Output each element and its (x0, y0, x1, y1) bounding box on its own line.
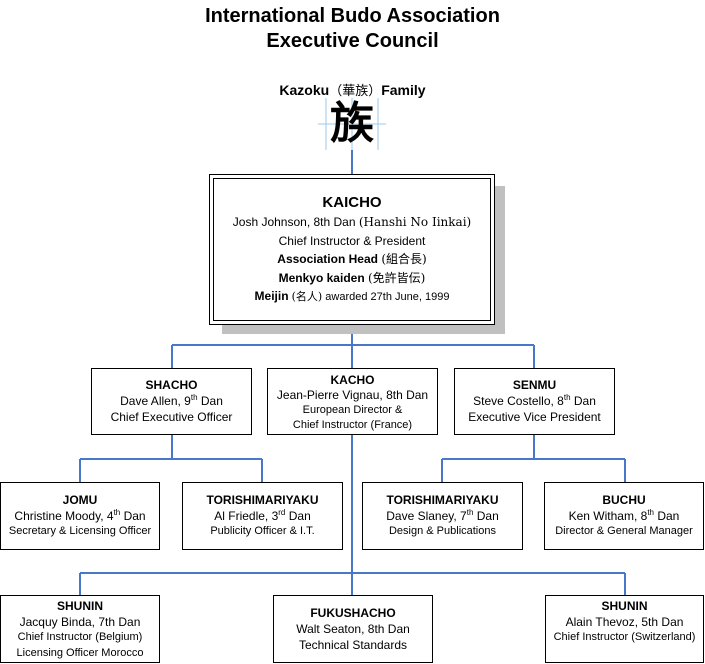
torishimariyaku-1-title: TORISHIMARIYAKU (206, 493, 319, 507)
family-label-pre: Kazoku (279, 82, 330, 98)
buchu-name: Ken Witham, 8th Dan (545, 507, 703, 525)
kaicho-box: KAICHO Josh Johnson, 8th Dan (Hanshi No … (209, 174, 495, 325)
family-emblem: 族 (318, 98, 386, 150)
shunin-1-title: SHUNIN (56, 599, 103, 613)
emblem-guides (318, 98, 386, 150)
buchu-name-text: Ken Witham, 8 (568, 508, 648, 523)
torishimariyaku-1-role: Publicity Officer & I.T. (210, 525, 315, 537)
senmu-title: SENMU (512, 378, 557, 392)
kaicho-menkyo-kanji: (免許皆伝) (368, 270, 426, 285)
shacho-title: SHACHO (145, 378, 198, 392)
chart-title: International Budo Association Executive… (0, 4, 705, 54)
shacho-name-end: Dan (197, 394, 223, 408)
shunin-1-role-1: Chief Instructor (Belgium) (17, 631, 143, 643)
shunin-1-name: Jacquy Binda, 7th Dan (19, 614, 141, 629)
senmu-name-text: Steve Costello, 8 (473, 394, 564, 408)
torishimariyaku-2-role: Design & Publications (388, 525, 496, 537)
shunin-2-title: SHUNIN (601, 599, 648, 613)
kaicho-meijin-kanji: (名人) (291, 290, 323, 303)
jomu-name: Christine Moody, 4th Dan (1, 507, 159, 525)
family-heading: Kazoku（華族）Family (0, 81, 705, 101)
kaicho-head-label: Association Head (277, 252, 378, 266)
shunin-2-role: Chief Instructor (Switzerland) (553, 631, 696, 643)
senmu-name: Steve Costello, 8th Dan (455, 393, 614, 409)
shacho-box: SHACHO Dave Allen, 9th Dan Chief Executi… (91, 368, 252, 435)
fukushacho-name: Walt Seaton, 8th Dan (296, 622, 410, 636)
jomu-name-sup: th (113, 507, 121, 517)
torishimariyaku-2-box: TORISHIMARIYAKU Dave Slaney, 7th Dan Des… (362, 482, 523, 550)
torishimariyaku-1-name-text: Al Friedle, 3 (214, 508, 279, 523)
buchu-box: BUCHU Ken Witham, 8th Dan Director & Gen… (544, 482, 704, 550)
fukushacho-box: FUKUSHACHO Walt Seaton, 8th Dan Technica… (273, 595, 433, 663)
buchu-role: Director & General Manager (555, 525, 693, 537)
torishimariyaku-2-name-sup: th (466, 507, 474, 517)
shacho-name: Dave Allen, 9th Dan (92, 393, 251, 409)
shunin-1-box: SHUNIN Jacquy Binda, 7th Dan Chief Instr… (0, 595, 160, 663)
kaicho-meijin-rest: awarded 27th June, 1999 (325, 291, 450, 303)
kaicho-meijin-line: Meijin (名人) awarded 27th June, 1999 (214, 287, 490, 307)
senmu-role: Executive Vice President (468, 410, 601, 424)
kaicho-name: Josh Johnson, 8th Dan (232, 215, 356, 229)
kaicho-head-line: Association Head (組合長) (214, 250, 490, 269)
kaicho-menkyo-line: Menkyo kaiden (免許皆伝) (214, 269, 490, 288)
family-kanji-inline: （華族） (329, 84, 382, 99)
jomu-title: JOMU (62, 493, 98, 507)
shunin-2-name: Alain Thevoz, 5th Dan (565, 614, 684, 629)
kacho-title: KACHO (330, 373, 375, 387)
torishimariyaku-2-name: Dave Slaney, 7th Dan (363, 507, 522, 525)
jomu-box: JOMU Christine Moody, 4th Dan Secretary … (0, 482, 160, 550)
kaicho-title: KAICHO (322, 194, 382, 211)
shacho-role: Chief Executive Officer (110, 410, 233, 424)
torishimariyaku-1-name-sup: rd (278, 507, 286, 517)
kacho-role-1: European Director & (302, 404, 403, 416)
buchu-title: BUCHU (602, 493, 646, 507)
shacho-name-text: Dave Allen, 9 (120, 394, 191, 408)
kacho-role-2: Chief Instructor (France) (292, 419, 413, 431)
torishimariyaku-1-name: Al Friedle, 3rd Dan (183, 507, 342, 525)
shunin-2-box: SHUNIN Alain Thevoz, 5th Dan Chief Instr… (545, 595, 704, 663)
torishimariyaku-1-box: TORISHIMARIYAKU Al Friedle, 3rd Dan Publ… (182, 482, 343, 550)
kaicho-name-note: (Hanshi No Iinkai) (358, 215, 472, 229)
jomu-name-end: Dan (120, 508, 146, 523)
kaicho-menkyo-label: Menkyo kaiden (278, 270, 365, 285)
kaicho-name-line: Josh Johnson, 8th Dan (Hanshi No Iinkai) (214, 213, 490, 232)
senmu-name-sup: th (563, 393, 571, 402)
fukushacho-role: Technical Standards (298, 638, 408, 652)
buchu-name-sup: th (647, 507, 654, 517)
senmu-box: SENMU Steve Costello, 8th Dan Executive … (454, 368, 615, 435)
shunin-1-role-2: Licensing Officer Morocco (16, 646, 144, 659)
torishimariyaku-2-name-end: Dan (473, 508, 499, 523)
shacho-name-sup: th (190, 393, 198, 402)
title-line-1: International Budo Association (205, 5, 500, 27)
senmu-name-end: Dan (570, 394, 596, 408)
torishimariyaku-1-name-end: Dan (285, 508, 311, 523)
family-label-post: Family (381, 82, 426, 98)
kaicho-role: Chief Instructor & President (278, 233, 426, 248)
kacho-name: Jean-Pierre Vignau, 8th Dan (276, 388, 429, 402)
buchu-name-end: Dan (654, 508, 680, 523)
kaicho-head-kanji: (組合長) (381, 252, 427, 266)
jomu-name-text: Christine Moody, 4 (14, 508, 114, 523)
title-line-2: Executive Council (266, 30, 439, 52)
jomu-role: Secretary & Licensing Officer (8, 525, 152, 537)
torishimariyaku-2-name-text: Dave Slaney, 7 (386, 508, 467, 523)
kacho-box: KACHO Jean-Pierre Vignau, 8th Dan Europe… (267, 368, 438, 435)
fukushacho-title: FUKUSHACHO (310, 606, 396, 620)
torishimariyaku-2-title: TORISHIMARIYAKU (386, 493, 499, 507)
kaicho-meijin-label: Meijin (254, 289, 289, 303)
emblem-kanji: 族 (330, 98, 374, 149)
